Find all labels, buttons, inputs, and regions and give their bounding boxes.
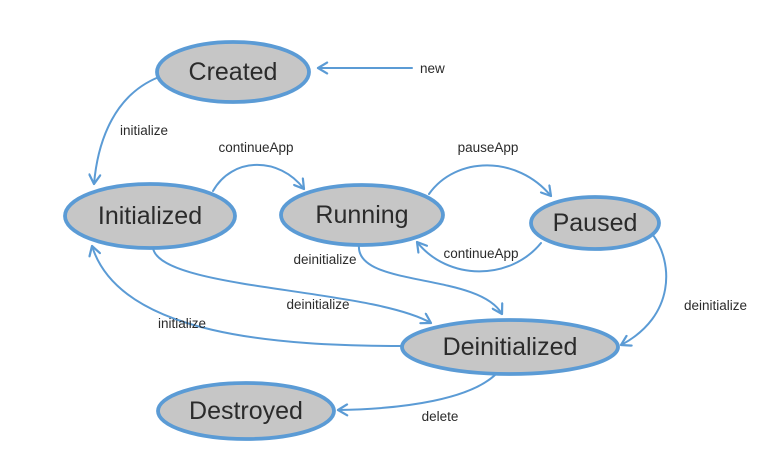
transition-delete-arrow [338, 372, 498, 410]
transition-initialize-created-label: initialize [120, 123, 168, 138]
transition-continueApp-paused-arrow [417, 242, 542, 273]
state-initialized-label: Initialized [98, 202, 202, 230]
state-created-label: Created [189, 58, 278, 86]
transition-deinitialize-initialized-arrow [152, 247, 431, 323]
transition-delete-label: delete [422, 409, 459, 424]
transition-deinitialize-running-arrow [357, 244, 502, 314]
transitions-layer [92, 68, 668, 410]
state-initialized-ellipse [63, 182, 237, 250]
transition-continueApp-initialized-arrow [212, 163, 304, 192]
transition-initialize-created-arrow [94, 76, 160, 184]
transition-initialize-deinitialized-arrow [92, 246, 404, 347]
state-paused-label: Paused [553, 209, 638, 237]
state-deinitialized-ellipse [400, 318, 620, 376]
transition-continueApp-initialized-label: continueApp [218, 140, 293, 155]
transition-initialize-deinitialized-label: initialize [158, 316, 206, 331]
state-running-label: Running [315, 201, 408, 229]
transition-continueApp-paused-label: continueApp [443, 246, 518, 261]
state-destroyed-label: Destroyed [189, 397, 303, 425]
state-created-ellipse [155, 40, 311, 104]
transition-deinitialize-running-label: deinitialize [293, 252, 356, 267]
state-running-ellipse [279, 183, 445, 247]
state-deinitialized-label: Deinitialized [443, 333, 578, 361]
transition-deinitialize-paused-arrow [621, 234, 668, 345]
transition-new-label: new [420, 61, 445, 76]
transition-deinitialize-initialized-label: deinitialize [286, 297, 349, 312]
transition-pauseApp-arrow [428, 164, 551, 196]
state-destroyed-ellipse [156, 381, 336, 441]
transition-deinitialize-paused-label: deinitialize [684, 298, 747, 313]
state-paused-ellipse [529, 195, 661, 251]
transition-pauseApp-label: pauseApp [458, 140, 519, 155]
transition-labels-layer: new initialize continueApp pauseApp continue… [120, 61, 747, 424]
